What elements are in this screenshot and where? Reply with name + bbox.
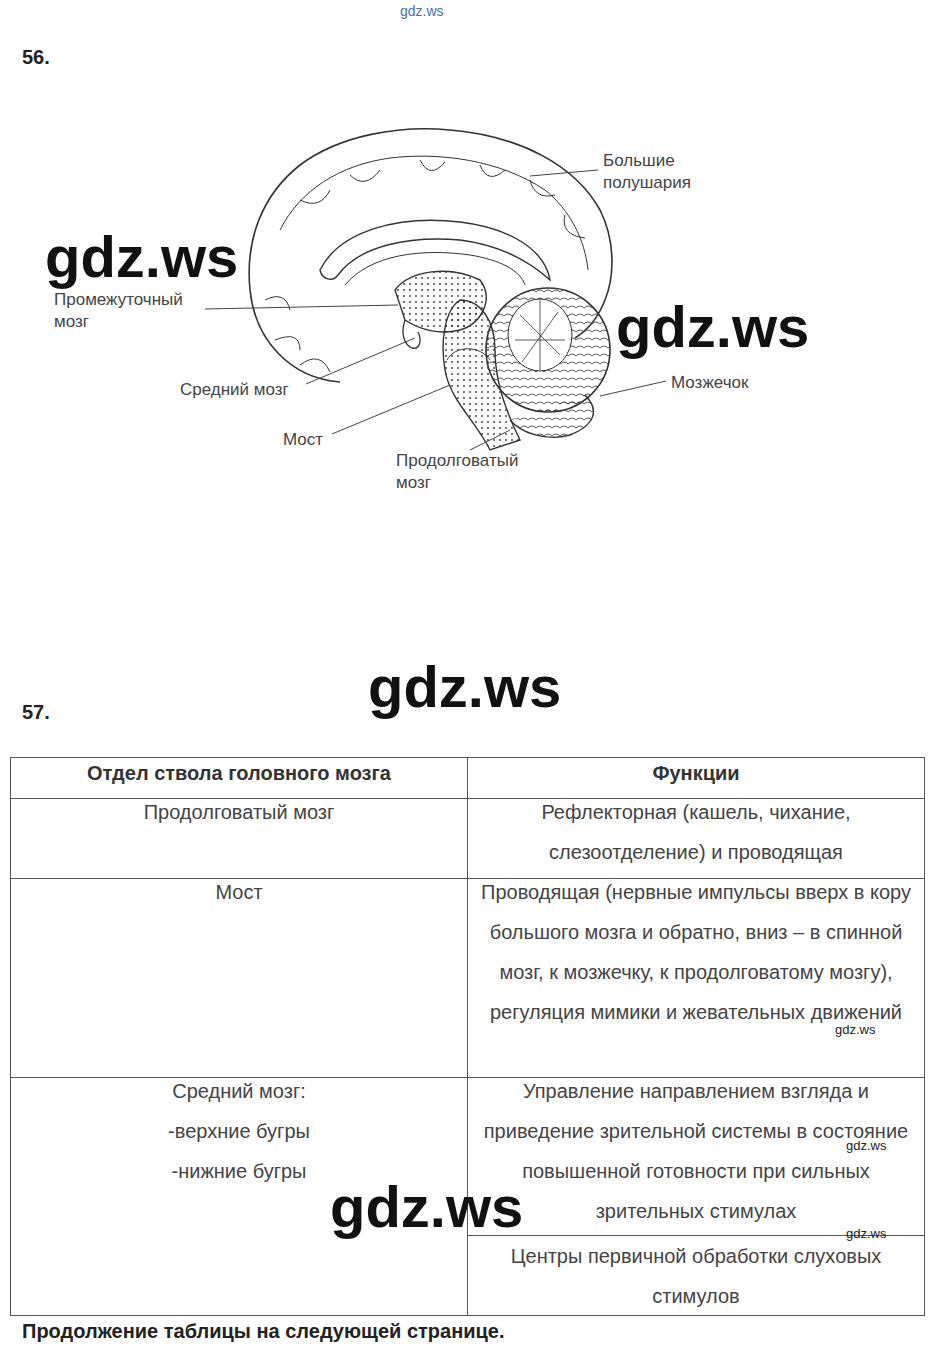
table-cell: Рефлекторная (кашель, чихание, слезоотде… xyxy=(472,792,920,872)
watermark: gdz.ws xyxy=(846,1226,886,1242)
table-grid xyxy=(11,758,925,1316)
brain-drawing xyxy=(249,129,612,450)
table-cell: -верхние бугры xyxy=(14,1118,464,1144)
note: Продолжение таблицы на следующей страниц… xyxy=(22,1318,722,1344)
callout-number: 56. xyxy=(22,45,82,69)
part-label: Мост xyxy=(283,429,343,451)
watermark: gdz.ws xyxy=(400,2,444,20)
watermark: gdz.ws xyxy=(835,1022,875,1038)
table-cell: Продолговатый мозг xyxy=(14,799,464,825)
part-label: Мозжечок xyxy=(671,372,791,394)
callout-number: 57. xyxy=(22,700,82,724)
watermark: gdz.ws xyxy=(368,652,588,722)
table-header: Функции xyxy=(470,760,922,786)
table-header: Отдел ствола головного мозга xyxy=(14,760,464,786)
table-cell: Средний мозг: xyxy=(14,1078,464,1104)
watermark: gdz.ws xyxy=(330,1172,550,1242)
table-cell: Центры первичной обработки слуховых стим… xyxy=(472,1236,920,1316)
watermark: gdz.ws xyxy=(616,292,836,362)
part-label: Промежуточный мозг xyxy=(54,289,214,333)
part-label: Большие полушария xyxy=(603,150,743,194)
part-label: Средний мозг xyxy=(180,379,320,401)
watermark: gdz.ws xyxy=(45,222,265,292)
table-cell: Мост xyxy=(14,879,464,905)
table-cell: Проводящая (нервные импульсы вверх в кор… xyxy=(472,872,920,1032)
watermark: gdz.ws xyxy=(846,1138,886,1154)
leader-lines xyxy=(205,170,666,450)
part-label: Продолговатый мозг xyxy=(396,450,556,494)
